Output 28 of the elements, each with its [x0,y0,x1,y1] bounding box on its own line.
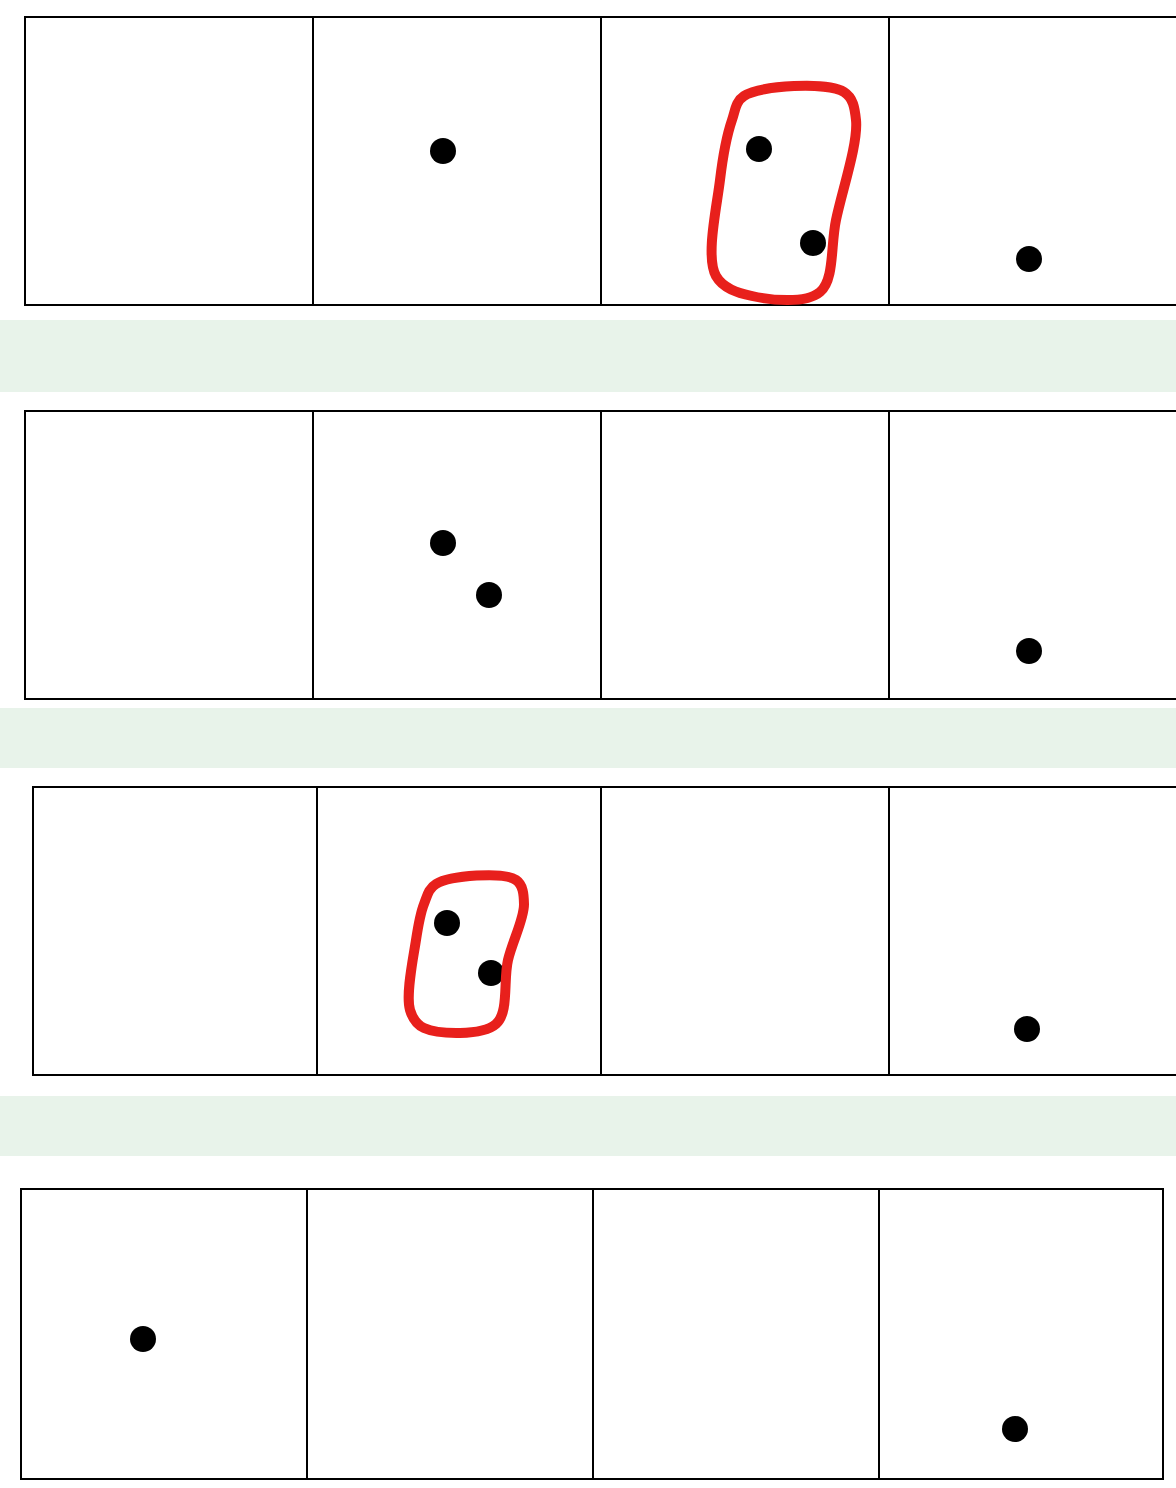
panel-box [20,1188,309,1480]
dot [430,530,456,556]
dot [130,1326,156,1352]
dot [1016,246,1042,272]
panel-box [316,786,603,1076]
panel-box [888,786,1176,1076]
dot [434,910,460,936]
dot [1014,1016,1040,1042]
dot [476,582,502,608]
panel-box [312,410,603,700]
dot [478,960,504,986]
dot [1002,1416,1028,1442]
panel-box [888,16,1176,306]
dot [430,138,456,164]
panel-box [592,1188,881,1480]
panel-box [312,16,603,306]
dot [1016,638,1042,664]
dot [746,136,772,162]
panel-box [600,16,891,306]
panel-box [600,786,891,1076]
panel-box [888,410,1176,700]
panel-box [306,1188,595,1480]
panel-box [878,1188,1163,1480]
panel-box [24,16,315,306]
panel-box [32,786,319,1076]
panel-box [600,410,891,700]
dot [800,230,826,256]
panel-box [24,410,315,700]
